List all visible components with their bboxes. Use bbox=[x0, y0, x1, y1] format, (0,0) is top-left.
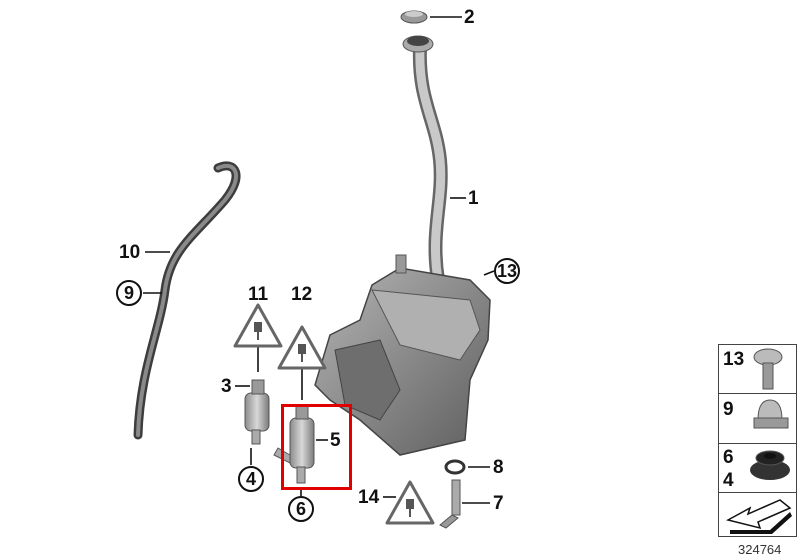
callout-4[interactable]: 4 bbox=[238, 466, 264, 492]
callout-3[interactable]: 3 bbox=[221, 376, 232, 397]
callout-11[interactable]: 11 bbox=[248, 284, 269, 305]
washer-pump-3 bbox=[244, 379, 270, 445]
selected-part-highlight bbox=[281, 404, 352, 490]
connector-triangle-11 bbox=[233, 303, 283, 348]
grommet-icon bbox=[750, 450, 790, 480]
washer-hose bbox=[133, 161, 241, 440]
legend-row-screw[interactable]: 13 bbox=[719, 345, 796, 394]
arrow-symbol-icon bbox=[725, 499, 792, 534]
small-parts-legend: 13 9 6 4 bbox=[718, 344, 797, 537]
screw-icon bbox=[753, 348, 783, 390]
callout-8[interactable]: 8 bbox=[493, 457, 504, 478]
washer-tank bbox=[314, 254, 491, 456]
filter-7 bbox=[439, 479, 461, 529]
legend-label-6: 6 bbox=[723, 447, 734, 468]
callout-5[interactable]: 5 bbox=[330, 430, 341, 451]
legend-row-grommet[interactable]: 6 4 bbox=[719, 444, 796, 493]
callout-13[interactable]: 13 bbox=[494, 258, 520, 284]
connector-triangle-14 bbox=[385, 480, 435, 525]
connector-triangle-12 bbox=[277, 325, 327, 370]
legend-label-9: 9 bbox=[723, 399, 734, 420]
filler-neck bbox=[402, 35, 448, 282]
clip-icon bbox=[753, 399, 789, 429]
callout-1[interactable]: 1 bbox=[468, 188, 479, 209]
legend-label-13: 13 bbox=[723, 349, 745, 370]
callout-10[interactable]: 10 bbox=[119, 242, 141, 263]
diagram-id: 324764 bbox=[738, 542, 782, 557]
callout-14[interactable]: 14 bbox=[358, 487, 380, 508]
callout-12[interactable]: 12 bbox=[291, 284, 313, 305]
callout-7[interactable]: 7 bbox=[493, 493, 504, 514]
legend-label-4: 4 bbox=[723, 470, 734, 491]
filler-cap bbox=[400, 10, 428, 24]
grommet-8 bbox=[444, 459, 466, 475]
leader-lines bbox=[143, 16, 495, 504]
callout-6[interactable]: 6 bbox=[288, 496, 314, 522]
legend-row-clip[interactable]: 9 bbox=[719, 394, 796, 444]
callout-9[interactable]: 9 bbox=[116, 280, 142, 306]
callout-2[interactable]: 2 bbox=[464, 7, 475, 28]
